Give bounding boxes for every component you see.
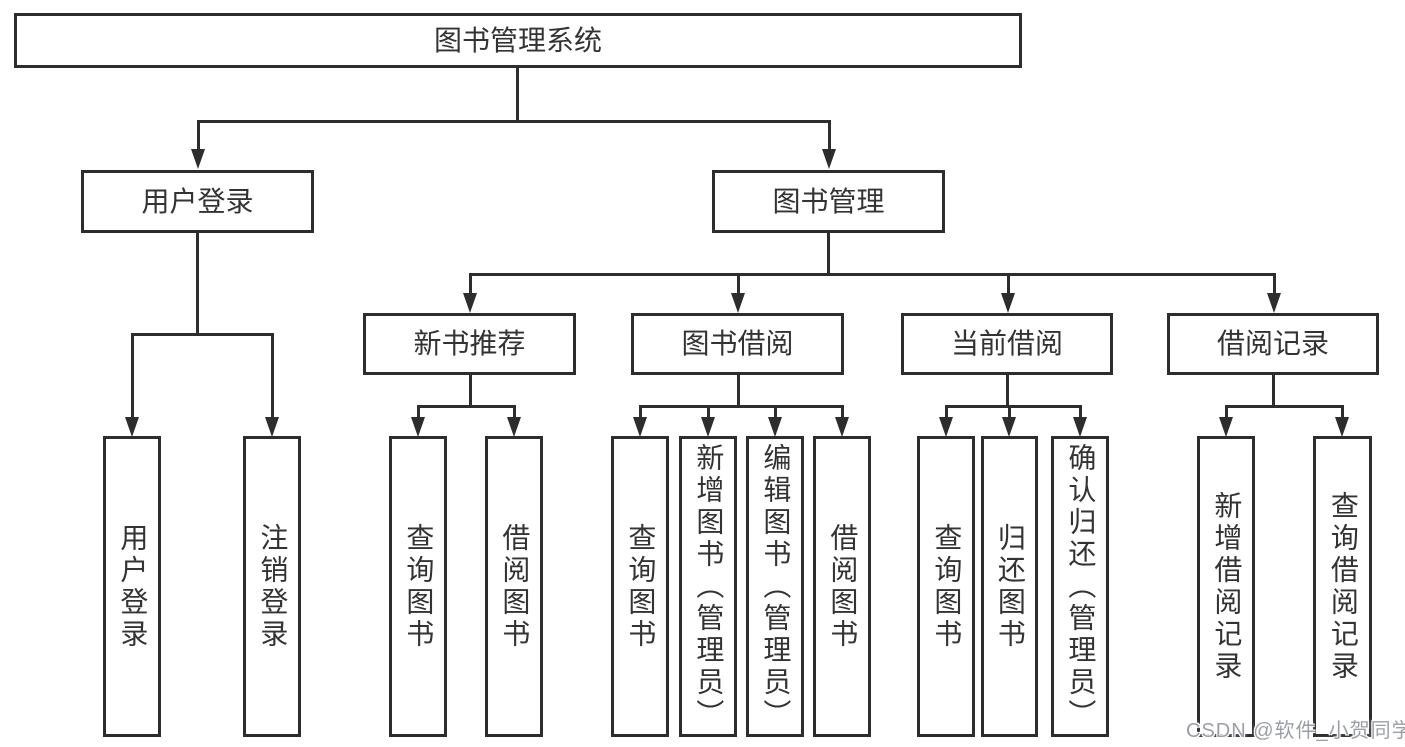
connector-vline xyxy=(516,68,519,123)
arrow-down-icon xyxy=(633,417,647,437)
leaf-query-book-borrowing: 查询图书 xyxy=(611,436,669,737)
connector-vline xyxy=(945,405,948,418)
connector-vline xyxy=(737,273,740,295)
connector-vline xyxy=(1272,375,1275,408)
node-label: 用户登录 xyxy=(141,185,254,217)
node-label: 注销登录 xyxy=(257,522,289,651)
connector-vline xyxy=(513,405,516,418)
arrow-down-icon xyxy=(768,417,782,437)
connector-vline xyxy=(469,375,472,408)
connector-vline xyxy=(841,405,844,418)
node-label: 新增借阅记录 xyxy=(1211,490,1243,683)
arrow-down-icon xyxy=(939,417,953,437)
leaf-borrow-book-recommend: 借阅图书 xyxy=(485,436,543,737)
connector-vline xyxy=(197,120,200,150)
connector-hline xyxy=(1225,405,1344,408)
csdn-watermark: CSDN @软件_小贺同学 xyxy=(1186,720,1405,742)
node-current-borrowing: 当前借阅 xyxy=(901,313,1113,375)
leaf-logout: 注销登录 xyxy=(243,436,301,737)
connector-vline xyxy=(1273,273,1276,295)
node-label: 查询图书 xyxy=(403,522,435,651)
arrow-down-icon xyxy=(835,417,849,437)
leaf-edit-book-admin: 编辑图书（管理员） xyxy=(746,436,804,737)
arrow-down-icon xyxy=(1335,417,1349,437)
node-book-management: 图书管理 xyxy=(712,170,945,233)
arrow-down-icon xyxy=(507,417,521,437)
node-label: 当前借阅 xyxy=(950,328,1063,359)
arrow-down-icon xyxy=(731,293,745,313)
node-label: 查询图书 xyxy=(931,522,963,651)
connector-vline xyxy=(1008,405,1011,418)
node-borrowing-records: 借阅记录 xyxy=(1167,313,1379,375)
arrow-down-icon xyxy=(411,417,425,437)
connector-vline xyxy=(196,233,199,336)
connector-vline xyxy=(271,333,274,418)
connector-vline xyxy=(1225,405,1228,418)
connector-vline xyxy=(1079,405,1082,418)
connector-vline xyxy=(1006,375,1009,408)
node-label: 借阅记录 xyxy=(1216,328,1329,359)
connector-vline xyxy=(131,333,134,418)
arrow-down-icon xyxy=(822,149,836,169)
leaf-add-book-admin: 新增图书（管理员） xyxy=(679,436,737,737)
node-book-borrowing: 图书借阅 xyxy=(631,313,844,375)
connector-vline xyxy=(827,233,830,276)
leaf-confirm-return-admin: 确认归还（管理员） xyxy=(1051,436,1109,737)
connector-vline xyxy=(828,120,831,150)
leaf-borrow-book: 借阅图书 xyxy=(813,436,871,737)
arrow-down-icon xyxy=(1002,417,1016,437)
arrow-down-icon xyxy=(191,149,205,169)
node-label: 用户登录 xyxy=(117,522,149,651)
node-label: 归还图书 xyxy=(994,522,1026,651)
connector-vline xyxy=(707,405,710,418)
connector-vline xyxy=(417,405,420,418)
node-label: 编辑图书（管理员） xyxy=(760,442,792,731)
node-label: 新增图书（管理员） xyxy=(693,442,725,731)
arrow-down-icon xyxy=(463,293,477,313)
node-label: 新书推荐 xyxy=(413,328,526,359)
node-label: 确认归还（管理员） xyxy=(1065,442,1097,731)
node-label: 查询借阅记录 xyxy=(1327,490,1359,683)
arrow-down-icon xyxy=(1073,417,1087,437)
connector-vline xyxy=(469,273,472,295)
connector-hline xyxy=(639,405,844,408)
connector-vline xyxy=(639,405,642,418)
leaf-query-book-recommend: 查询图书 xyxy=(389,436,447,737)
connector-vline xyxy=(1341,405,1344,418)
arrow-down-icon xyxy=(1001,293,1015,313)
node-label: 借阅图书 xyxy=(827,522,859,651)
node-label: 图书借阅 xyxy=(681,328,794,359)
node-new-book-recommend: 新书推荐 xyxy=(363,313,576,375)
connector-vline xyxy=(737,375,740,408)
node-root-library-system: 图书管理系统 xyxy=(14,13,1022,68)
leaf-return-book: 归还图书 xyxy=(981,436,1038,737)
leaf-query-borrow-record: 查询借阅记录 xyxy=(1313,436,1372,737)
arrow-down-icon xyxy=(265,417,279,437)
arrow-down-icon xyxy=(125,417,139,437)
connector-hline xyxy=(945,405,1082,408)
connector-vline xyxy=(1007,273,1010,295)
node-user-login: 用户登录 xyxy=(81,170,314,233)
arrow-down-icon xyxy=(1219,417,1233,437)
connector-vline xyxy=(774,405,777,418)
leaf-user-login: 用户登录 xyxy=(103,436,161,737)
node-label: 图书管理 xyxy=(772,185,885,217)
node-label: 借阅图书 xyxy=(499,522,531,651)
connector-hline xyxy=(131,333,274,336)
connector-hline xyxy=(469,273,1276,276)
arrow-down-icon xyxy=(1267,293,1281,313)
connector-hline xyxy=(417,405,516,408)
arrow-down-icon xyxy=(701,417,715,437)
leaf-add-borrow-record: 新增借阅记录 xyxy=(1197,436,1255,737)
leaf-query-book-current: 查询图书 xyxy=(917,436,975,737)
connector-hline xyxy=(197,120,831,123)
node-label: 查询图书 xyxy=(625,522,657,651)
node-label: 图书管理系统 xyxy=(433,24,602,56)
